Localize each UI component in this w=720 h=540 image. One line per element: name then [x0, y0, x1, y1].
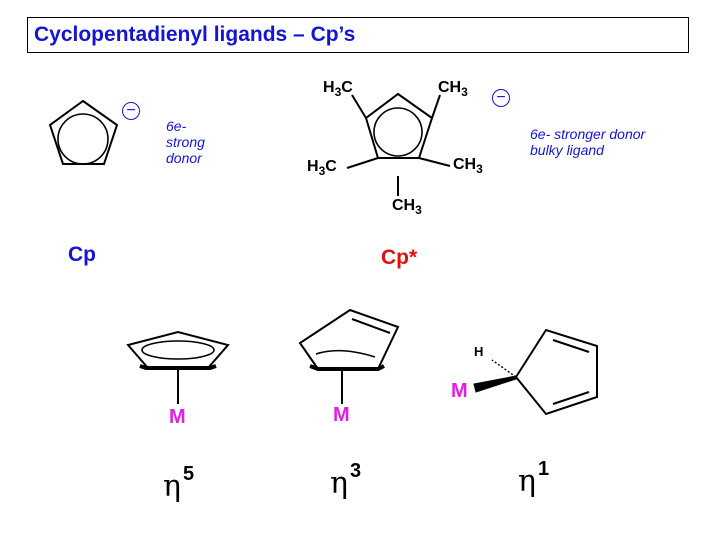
cp-ring [48, 99, 119, 165]
methyl-sub: 3 [334, 85, 342, 99]
cp-charge-icon: − [122, 102, 140, 120]
cpstar-label: Cp* [381, 246, 418, 269]
eta3-allyl-arc [315, 349, 376, 358]
eta5-superscript: 5 [182, 463, 195, 485]
methyl-sub: 3 [415, 203, 422, 217]
eta1-metal-label: M [451, 380, 468, 402]
eta1-structure [473, 328, 598, 416]
eta5-ellipse [141, 340, 215, 360]
cpstar-bond-right [418, 157, 451, 167]
cpstar-bond-left [346, 157, 379, 169]
methyl-topright: CH3 [438, 79, 468, 99]
cpstar-note-line: bulky ligand [530, 142, 604, 158]
cp-note: 6e- strong donor [166, 118, 205, 166]
eta3-front-edge [309, 364, 385, 371]
eta5-structure [126, 330, 230, 404]
eta1-superscript: 1 [537, 458, 550, 480]
methyl-ch: CH [438, 79, 462, 96]
methyl-c: C [341, 79, 353, 96]
cpstar-note: 6e- stronger donor bulky ligand [530, 126, 645, 158]
cp-label: Cp [68, 243, 96, 266]
methyl-ch: CH [392, 197, 416, 214]
eta1-ring [514, 328, 598, 416]
methyl-bottom: CH3 [392, 197, 422, 217]
eta5-ring-outline [126, 330, 230, 369]
methyl-right: CH3 [453, 156, 483, 176]
cpstar-charge-icon: − [492, 89, 510, 107]
eta3-double-bond [351, 318, 391, 334]
cpstar-bond-topright [431, 94, 441, 119]
methyl-sub: 3 [318, 164, 326, 178]
methyl-left: H3C [307, 158, 337, 178]
eta1-double-bond-top [552, 339, 590, 353]
title-box: Cyclopentadienyl ligands – Cp’s [27, 17, 689, 53]
eta3-superscript: 3 [349, 460, 362, 482]
methyl-h: H [307, 158, 319, 175]
cpstar-ring [346, 92, 451, 196]
cpstar-bond-topleft [351, 94, 367, 119]
eta5-metal-label: M [169, 406, 186, 428]
methyl-ch: CH [453, 156, 477, 173]
eta3-structure [298, 308, 400, 404]
cp-aromatic-circle [57, 113, 109, 165]
cp-note-line: strong [166, 134, 205, 150]
methyl-c: C [325, 158, 337, 175]
cpstar-aromatic-circle [373, 107, 423, 157]
eta1-h-bond [491, 359, 517, 378]
eta-symbol: η [518, 464, 536, 499]
eta1-h-label: H [474, 344, 484, 359]
cp-note-line: 6e- [166, 118, 187, 134]
eta1-double-bond-bottom [552, 391, 590, 405]
cpstar-pentagon [364, 92, 434, 159]
eta1-wedge-bond [473, 375, 517, 393]
eta-symbol: η [330, 466, 348, 501]
cp-note-line: donor [166, 150, 202, 166]
cpstar-note-line: 6e- stronger donor [530, 126, 646, 142]
eta-symbol: η [163, 469, 181, 504]
methyl-h: H [323, 79, 335, 96]
methyl-sub: 3 [476, 162, 483, 176]
page-title: Cyclopentadienyl ligands – Cp’s [34, 23, 356, 46]
methyl-topleft: H3C [323, 79, 353, 99]
methyl-sub: 3 [461, 85, 468, 99]
eta3-ring-outline [298, 308, 400, 370]
eta3-metal-label: M [333, 404, 350, 426]
eta5-front-edge [139, 364, 217, 370]
